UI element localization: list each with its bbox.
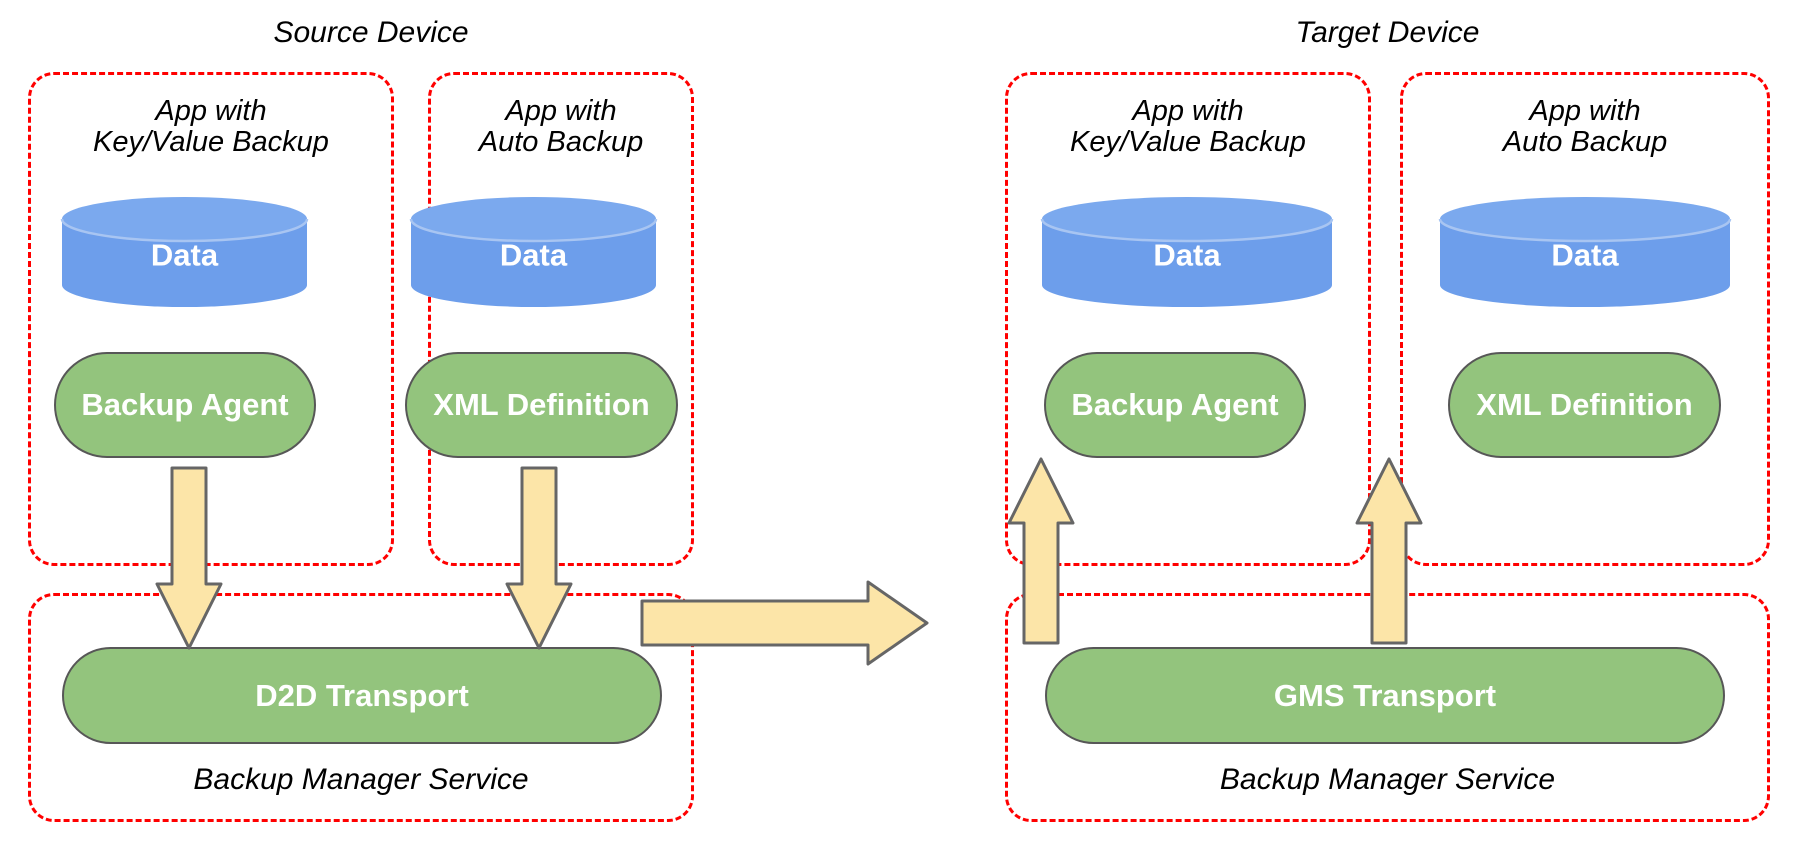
app-caption-line1: App with — [155, 95, 267, 127]
arrow-down-xml-definition-source — [505, 466, 573, 651]
arrow-up-icon — [1007, 457, 1075, 645]
arrow-up-backup-agent-target — [1007, 456, 1075, 646]
data-cylinder-source-auto: Data — [409, 197, 658, 307]
arrow-down-backup-agent-source — [155, 466, 223, 651]
cylinder-shape — [60, 197, 309, 307]
cylinder-shape — [409, 197, 658, 307]
data-cylinder-target-kv: Data — [1040, 197, 1334, 307]
service-caption-source: Backup Manager Service — [193, 763, 529, 796]
app-caption-source-auto: App with Auto Backup — [408, 95, 714, 159]
cylinder-shape — [1438, 197, 1732, 307]
arrow-down-icon — [155, 466, 223, 650]
data-cylinder-source-kv: Data — [60, 197, 309, 307]
device-title-source: Source Device — [273, 16, 469, 49]
app-caption-line2: Auto Backup — [478, 126, 644, 159]
app-container-source-auto — [428, 72, 694, 566]
app-caption-line1: App with — [505, 95, 617, 127]
app-caption-target-auto: App with Auto Backup — [1400, 95, 1770, 159]
cylinder-shape — [1040, 197, 1334, 307]
app-container-target-kv — [1005, 72, 1371, 566]
service-caption-target: Backup Manager Service — [1219, 763, 1556, 796]
app-caption-line2: Key/Value Backup — [1070, 126, 1306, 159]
data-cylinder-target-auto: Data — [1438, 197, 1732, 307]
component-box-backup-agent-source[interactable]: Backup Agent — [54, 352, 316, 458]
arrow-up-icon — [1355, 457, 1423, 645]
app-caption-source-kv: App with Key/Value Backup — [28, 95, 394, 159]
component-box-xml-definition-target[interactable]: XML Definition — [1448, 352, 1721, 458]
transport-box-d2d[interactable]: D2D Transport — [62, 647, 662, 744]
app-caption-line1: App with — [1529, 95, 1641, 127]
app-caption-line2: Auto Backup — [1502, 126, 1668, 159]
app-caption-target-kv: App with Key/Value Backup — [1005, 95, 1371, 159]
service-container-source — [28, 593, 694, 822]
arrow-right-transport — [640, 568, 930, 678]
arrow-up-xml-definition-target — [1355, 456, 1423, 646]
app-caption-line2: Key/Value Backup — [93, 126, 329, 159]
app-container-target-auto — [1400, 72, 1770, 566]
component-box-backup-agent-target[interactable]: Backup Agent — [1044, 352, 1306, 458]
app-caption-line1: App with — [1132, 95, 1244, 127]
device-title-target: Target Device — [1295, 16, 1480, 49]
arrow-right-icon — [640, 580, 929, 666]
arrow-down-icon — [505, 466, 573, 650]
app-container-source-kv — [28, 72, 394, 566]
transport-box-gms[interactable]: GMS Transport — [1045, 647, 1725, 744]
component-box-xml-definition-source[interactable]: XML Definition — [405, 352, 678, 458]
